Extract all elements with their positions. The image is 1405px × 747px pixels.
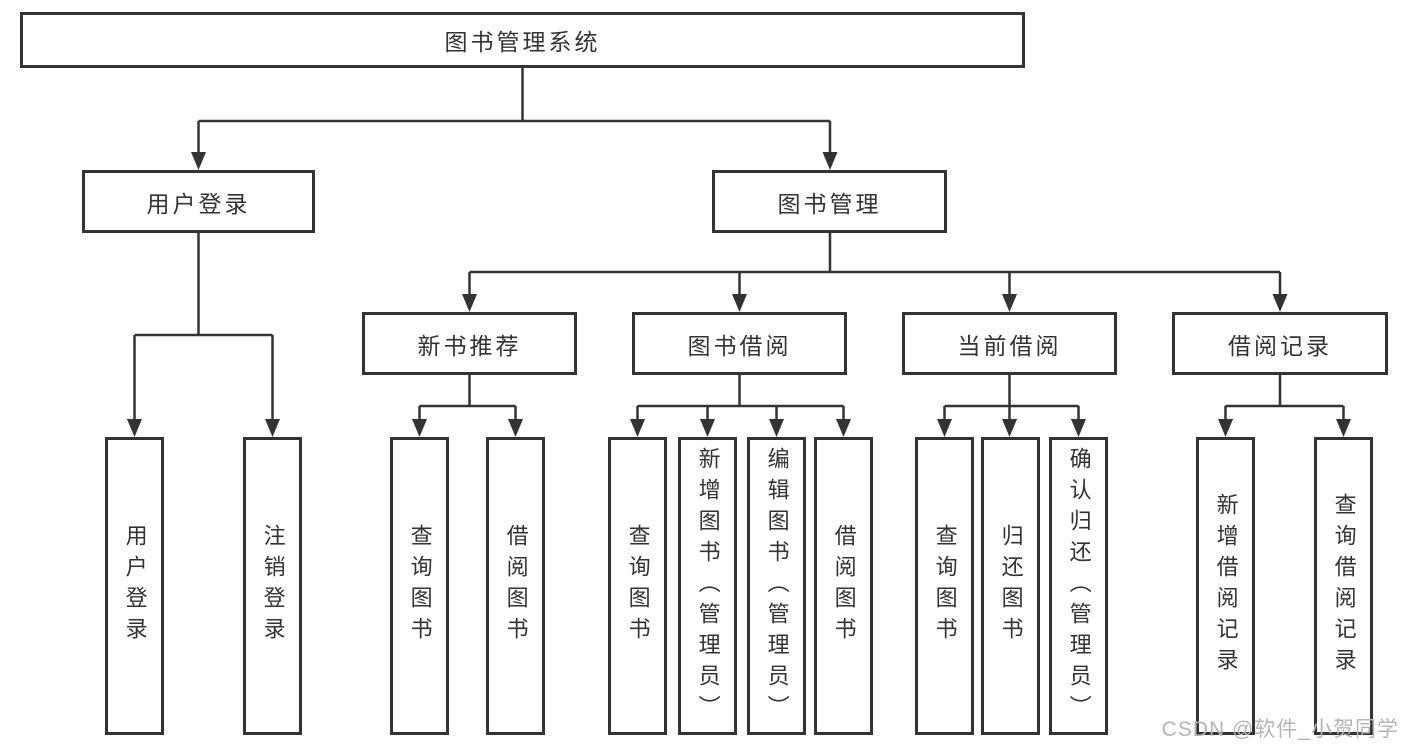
node-label: 确认归还（管理员） [1066, 446, 1092, 726]
node-label: 查询图书 [625, 524, 651, 648]
node-book-management: 图书管理 [712, 170, 947, 233]
node-edit-book-admin: 编辑图书（管理员） [747, 437, 806, 735]
csdn-watermark: CSDN @软件_小贺同学 [1161, 718, 1399, 741]
node-new-book-recommend: 新书推荐 [362, 312, 577, 375]
node-return-book: 归还图书 [981, 437, 1040, 735]
node-current-borrow: 当前借阅 [902, 312, 1117, 375]
node-add-borrow-record: 新增借阅记录 [1196, 437, 1255, 735]
node-borrow-books-recommend: 借阅图书 [486, 437, 545, 735]
connector-lines [133, 68, 1345, 421]
connector-current-borrow-to-leaves [943, 375, 1080, 421]
node-label: 查询图书 [407, 524, 433, 648]
connector-book-management-to-level3 [468, 233, 1282, 296]
node-user-login-leaf: 用户登录 [105, 437, 164, 735]
node-confirm-return-admin: 确认归还（管理员） [1049, 437, 1108, 735]
node-borrow-books-leaf: 借阅图书 [814, 437, 873, 735]
node-label: 归还图书 [998, 524, 1024, 648]
node-logout-leaf: 注销登录 [243, 437, 302, 735]
node-book-borrow: 图书借阅 [632, 312, 847, 375]
node-borrow-records: 借阅记录 [1172, 312, 1388, 375]
node-label: 查询图书 [932, 524, 958, 648]
node-label: 新增借阅记录 [1213, 493, 1239, 679]
node-query-books-borrow: 查询图书 [608, 437, 667, 735]
connector-user-login-to-leaves [133, 233, 274, 421]
node-query-books-recommend: 查询图书 [390, 437, 449, 735]
node-label: 用户登录 [122, 524, 148, 648]
connector-borrow-records-to-leaves [1224, 375, 1345, 421]
node-label: 借阅图书 [831, 524, 857, 648]
node-user-login: 用户登录 [82, 170, 315, 233]
connector-root-to-level2 [197, 68, 832, 154]
connector-book-borrow-to-leaves [636, 375, 845, 421]
node-label: 借阅图书 [503, 524, 529, 648]
node-label: 新增图书（管理员） [695, 446, 721, 726]
node-add-book-admin: 新增图书（管理员） [678, 437, 737, 735]
node-query-borrow-record: 查询借阅记录 [1314, 437, 1373, 735]
node-library-management-system: 图书管理系统 [20, 12, 1025, 68]
node-label: 查询借阅记录 [1331, 493, 1357, 679]
arrowheads [127, 152, 1351, 437]
node-label: 注销登录 [260, 524, 286, 648]
connector-new-book-recommend-to-leaves [418, 375, 517, 421]
node-label: 编辑图书（管理员） [764, 446, 790, 726]
node-query-books-current: 查询图书 [915, 437, 974, 735]
